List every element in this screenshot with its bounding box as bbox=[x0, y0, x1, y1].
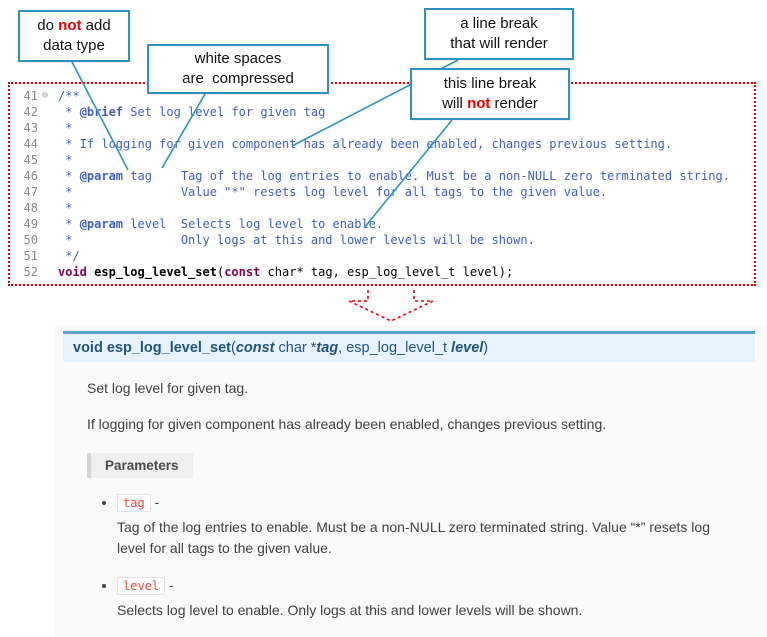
down-arrow bbox=[348, 290, 434, 322]
fold-marker-icon bbox=[38, 184, 52, 200]
code-text: */ bbox=[58, 249, 80, 263]
sig-arg-level: level bbox=[451, 340, 484, 356]
parameter-item-tag: tag - Tag of the log entries to enable. … bbox=[117, 493, 743, 559]
code-line: 42 * @brief Set log level for given tag bbox=[16, 104, 752, 120]
callout-no-datatype: do not add data type bbox=[18, 10, 130, 62]
code-line: 48 * bbox=[16, 200, 752, 216]
parameter-item-level: level - Selects log level to enable. Onl… bbox=[117, 576, 743, 621]
code-line: 51 */ bbox=[16, 248, 752, 264]
docs-paragraph-detail: If logging for given component has alrea… bbox=[87, 416, 607, 433]
line-number: 47 bbox=[23, 185, 38, 199]
fold-marker-icon bbox=[38, 248, 52, 264]
function-signature: void esp_log_level_set(const char *tag, … bbox=[63, 331, 755, 362]
line-number: 49 bbox=[23, 217, 38, 231]
fold-marker-icon bbox=[38, 232, 52, 248]
code-text: * @param tag Tag of the log entries to e… bbox=[58, 169, 730, 183]
code-text: * If logging for given component has alr… bbox=[58, 137, 673, 151]
fold-marker-icon bbox=[38, 152, 52, 168]
parameters-rubric: Parameters bbox=[87, 452, 193, 478]
line-number: 51 bbox=[23, 249, 38, 263]
rendered-docs-panel: void esp_log_level_set(const char *tag, … bbox=[55, 325, 767, 637]
code-text: * Value "*" resets log level for all tag… bbox=[58, 185, 608, 199]
code-text: * bbox=[58, 201, 73, 215]
line-number: 46 bbox=[23, 169, 38, 183]
code-line: 41⊖ /** bbox=[16, 88, 752, 104]
param-name-chip: tag bbox=[117, 493, 151, 512]
code-line: 46 * @param tag Tag of the log entries t… bbox=[16, 168, 752, 184]
param-name-chip: level bbox=[117, 576, 166, 595]
fold-marker-icon bbox=[38, 104, 52, 120]
line-number: 48 bbox=[23, 201, 38, 215]
param-description: Selects log level to enable. Only logs a… bbox=[117, 601, 583, 618]
callout-linebreak-render: a line break that will render bbox=[424, 8, 574, 60]
code-text: void esp_log_level_set(const char* tag, … bbox=[58, 265, 514, 279]
docs-content: Set log level for given tag. If logging … bbox=[55, 362, 767, 621]
line-number: 52 bbox=[23, 265, 38, 279]
docs-paragraph-brief: Set log level for given tag. bbox=[87, 380, 249, 396]
fold-marker-icon bbox=[38, 216, 52, 232]
line-number: 43 bbox=[23, 121, 38, 135]
code-line: 45 * bbox=[16, 152, 752, 168]
fold-marker-icon: ⊖ bbox=[41, 90, 49, 101]
code-line: 43 * bbox=[16, 120, 752, 136]
callout-text: will not render bbox=[442, 95, 538, 112]
line-number: 50 bbox=[23, 233, 38, 247]
callout-text: data type bbox=[43, 37, 105, 54]
fold-marker-icon bbox=[38, 120, 52, 136]
code-text: /** bbox=[58, 89, 80, 103]
fold-marker-icon bbox=[38, 136, 52, 152]
code-line: 49 * @param level Selects log level to e… bbox=[16, 216, 752, 232]
sig-function-name: esp_log_level_set bbox=[106, 340, 231, 356]
code-line: 47 * Value "*" resets log level for all … bbox=[16, 184, 752, 200]
line-number: 42 bbox=[23, 105, 38, 119]
sig-return-type: void bbox=[73, 340, 103, 356]
code-line: 44 * If logging for given component has … bbox=[16, 136, 752, 152]
callout-text: that will render bbox=[450, 35, 548, 52]
callout-text: white spaces bbox=[194, 49, 282, 67]
callout-linebreak-norender: this line break will not render bbox=[410, 68, 570, 120]
fold-marker-icon bbox=[38, 200, 52, 216]
callout-text: this line break bbox=[443, 74, 537, 92]
sig-arg-tag: tag bbox=[316, 340, 339, 356]
callout-text: do not add bbox=[37, 16, 111, 34]
code-text: * @brief Set log level for given tag bbox=[58, 105, 326, 119]
code-lines: 41⊖/**42 * @brief Set log level for give… bbox=[16, 88, 752, 280]
code-text: * @param level Selects log level to enab… bbox=[58, 217, 384, 231]
param-description: Tag of the log entries to enable. Must b… bbox=[117, 518, 710, 556]
line-number: 45 bbox=[23, 153, 38, 167]
parameter-list: tag - Tag of the log entries to enable. … bbox=[87, 493, 743, 621]
fold-marker-icon bbox=[38, 264, 52, 280]
callout-whitespace: white spaces are compressed bbox=[147, 44, 329, 94]
sig-type-level: esp_log_level_t bbox=[346, 340, 452, 356]
fold-marker-icon bbox=[38, 168, 52, 184]
callout-text: are compressed bbox=[182, 70, 294, 87]
code-text: * bbox=[58, 153, 73, 167]
sig-const-keyword: const bbox=[235, 340, 275, 356]
line-number: 44 bbox=[23, 137, 38, 151]
code-editor-snippet: 41⊖/**42 * @brief Set log level for give… bbox=[8, 82, 756, 286]
code-line: 52 void esp_log_level_set(const char* tag… bbox=[16, 264, 752, 280]
code-text: * bbox=[58, 121, 73, 135]
emphasis-not: not bbox=[58, 16, 82, 34]
code-line: 50 * Only logs at this and lower levels … bbox=[16, 232, 752, 248]
emphasis-not: not bbox=[467, 95, 491, 112]
line-number: 41 bbox=[23, 89, 38, 103]
code-text: * Only logs at this and lower levels wil… bbox=[58, 233, 535, 247]
callout-text: a line break bbox=[460, 14, 538, 32]
